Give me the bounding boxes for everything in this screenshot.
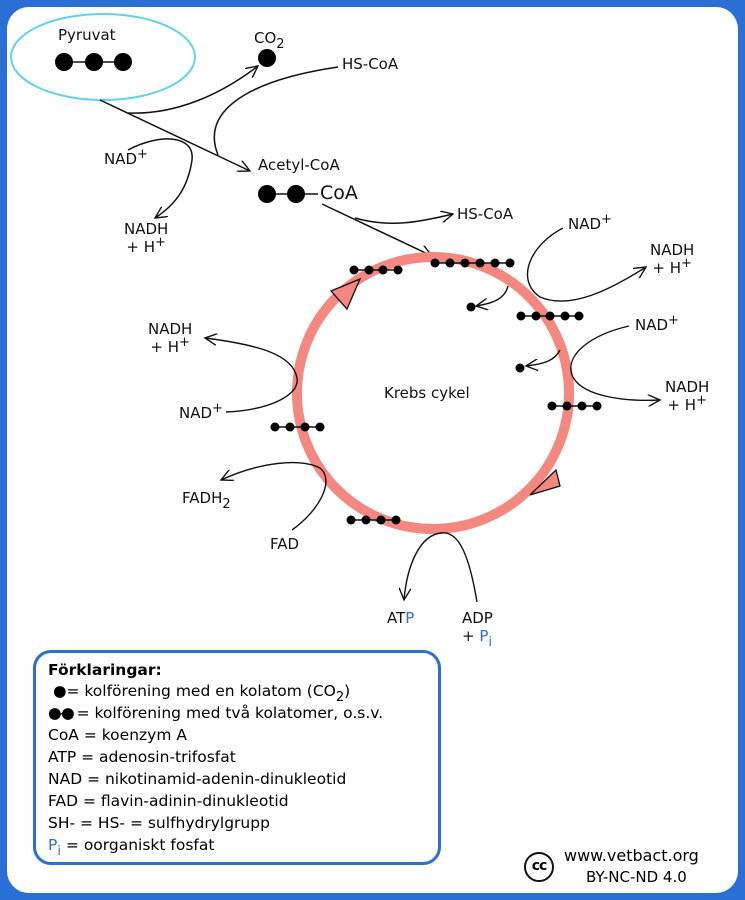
intermediate-5c [516, 311, 584, 321]
nadh-step1-label: NADH+ H+ [124, 220, 168, 256]
coa-label: CoA [320, 182, 358, 204]
ring-arrowhead-top-left [329, 277, 362, 311]
nad-right-mid-label: NAD+ [635, 313, 679, 334]
arrow-co2-release-1 [476, 285, 509, 306]
acetylcoa-carbons [258, 185, 318, 203]
nadh-line1: NADH [665, 378, 710, 396]
nad-left-label: NAD+ [179, 401, 223, 422]
nadh-line1: NADH [148, 320, 193, 338]
hscoa-in-label: HS-CoA [342, 55, 399, 73]
atp-text: AT [387, 609, 406, 627]
legend-tail: ) [344, 682, 351, 700]
nad-sup: + [137, 147, 148, 162]
pi-sub: i [488, 635, 493, 650]
fadh2-label: FADH2 [182, 489, 231, 511]
legend-sub: 2 [335, 690, 345, 705]
adp-plus: + [462, 627, 480, 645]
nad-sup: + [668, 313, 679, 328]
pi-text: P [479, 627, 489, 645]
nadh-line1: NADH [650, 241, 695, 259]
nad-text: NAD [568, 215, 602, 233]
ring-arrowhead-bottom-right [529, 468, 561, 496]
intermediate-oxaloacetate [349, 265, 403, 275]
nadh-line2: + H [150, 338, 180, 356]
nadh-sup: + [179, 335, 190, 350]
legend-row: ATP = adenosin-trifosfat [48, 748, 236, 766]
nadh-sup: + [155, 235, 166, 250]
legend-text: = oorganiskt fosfat [60, 836, 215, 854]
co2-label: CO2 [254, 29, 285, 51]
license-text: BY-NC-ND 4.0 [586, 868, 687, 886]
fadh-text: FADH [182, 489, 223, 507]
fadh-sub: 2 [222, 497, 231, 512]
nadh-sup: + [681, 256, 692, 271]
site-link[interactable]: www.vetbact.org [564, 846, 699, 865]
atp-label: ATP [387, 609, 414, 627]
nadh-line1: NADH [124, 220, 169, 238]
legend-row: ●= kolförening med en kolatom (CO2) [48, 680, 438, 705]
arrow-fad [221, 461, 327, 531]
nadh-line2: + H [667, 396, 697, 414]
nadh-line2: + H [652, 259, 682, 277]
legend-row: NAD = nikotinamid-adenin-dinukleotid [48, 770, 347, 788]
legend-box: Förklaringar: ●= kolförening med en kola… [33, 650, 441, 865]
cc-license-icon: cc [524, 852, 554, 882]
arrow-hscoa-out [354, 214, 453, 224]
co2-release-1 [466, 302, 476, 312]
intermediate-4c-left [270, 422, 325, 432]
legend-text: = kolförening med två kolatomer, o.s.v. [76, 704, 384, 722]
nadh-right-mid-label: NADH+ H+ [665, 378, 709, 414]
nad-sup: + [601, 212, 612, 227]
pyruvate-carbons [55, 53, 132, 71]
arrow-nad-right-top [526, 227, 646, 302]
legend-text: = kolförening med en kolatom (CO [66, 682, 336, 700]
intermediate-citrate [430, 258, 515, 268]
co2-text: CO [254, 29, 277, 47]
nad-text: NAD [179, 404, 213, 422]
adp-label: ADP+ Pi [462, 609, 493, 649]
legend-row: Pi = oorganiskt fosfat [48, 834, 438, 859]
nadh-left-label: NADH+ H+ [148, 320, 192, 356]
arrow-nad-to-nadh [127, 138, 193, 218]
nad-text: NAD [635, 316, 669, 334]
one-carbon-icon: ● [52, 682, 67, 700]
legend-row: ●-● = kolförening med två kolatomer, o.s… [48, 702, 438, 724]
hscoa-out-label: HS-CoA [457, 205, 514, 223]
arrow-adp-to-atp [404, 532, 478, 603]
acetylcoa-label: Acetyl-CoA [258, 156, 340, 174]
intermediate-4c-bottom [346, 515, 401, 525]
pi-sub: i [57, 844, 61, 859]
atp-p: P [405, 609, 415, 627]
co2-release-2 [515, 363, 525, 373]
fad-label: FAD [270, 535, 300, 553]
arrow-nad-right-mid [570, 325, 660, 400]
arrow-acetylcoa-to-cycle [321, 203, 432, 256]
arrow-to-co2 [127, 66, 258, 114]
krebs-ring [292, 252, 574, 534]
intermediate-4c-right [547, 401, 602, 411]
legend-title: Förklaringar: [48, 661, 162, 679]
pi-text: P [48, 836, 58, 854]
nadh-line2: + H [126, 238, 156, 256]
pyruvate-outline [10, 13, 196, 101]
arrow-nad-left [205, 338, 298, 413]
adp-line1: ADP [462, 609, 493, 627]
pyruvate-label: Pyruvat [58, 26, 116, 44]
nad-right-top-label: NAD+ [568, 212, 612, 233]
arrow-co2-release-2 [526, 349, 561, 366]
arrow-pyruvate-to-acetylcoa [99, 99, 250, 171]
nad-step1-label: NAD+ [104, 147, 148, 168]
arrow-hscoa-in [213, 66, 339, 156]
co2-carbon [258, 49, 276, 67]
co2-sub: 2 [276, 37, 285, 52]
nad-text: NAD [104, 150, 138, 168]
legend-row: CoA = koenzym A [48, 726, 187, 744]
krebs-cycle-label: Krebs cykel [384, 384, 470, 402]
legend-row: SH- = HS- = sulfhydrylgrupp [48, 814, 270, 832]
nadh-right-top-label: NADH+ H+ [650, 241, 694, 277]
nad-sup: + [212, 401, 223, 416]
two-carbon-icon: ●-● [48, 704, 75, 722]
legend-row: FAD = flavin-adinin-dinukleotid [48, 792, 289, 810]
nadh-sup: + [696, 393, 707, 408]
